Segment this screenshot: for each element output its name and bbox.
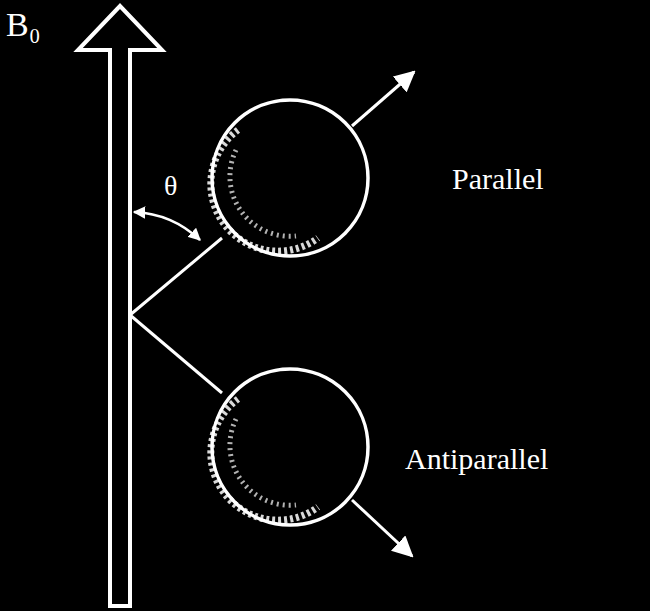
- spin-axis: [130, 315, 222, 393]
- state-label: Parallel: [452, 164, 544, 194]
- sphere-shading: [230, 419, 296, 505]
- sphere-shading: [230, 150, 296, 236]
- field-arrow: [78, 6, 162, 606]
- spin-sphere: [212, 369, 368, 525]
- sphere-shading: [211, 399, 318, 520]
- field-label: B₀: [6, 8, 41, 42]
- sphere-shading: [211, 130, 318, 251]
- spin-axis: [130, 238, 222, 315]
- moment-arrow: [352, 72, 414, 126]
- state-label: Antiparallel: [405, 444, 548, 474]
- angle-label: θ: [164, 172, 177, 200]
- moment-arrow: [352, 500, 412, 556]
- spin-sphere: [212, 100, 368, 256]
- angle-arc: [134, 212, 200, 240]
